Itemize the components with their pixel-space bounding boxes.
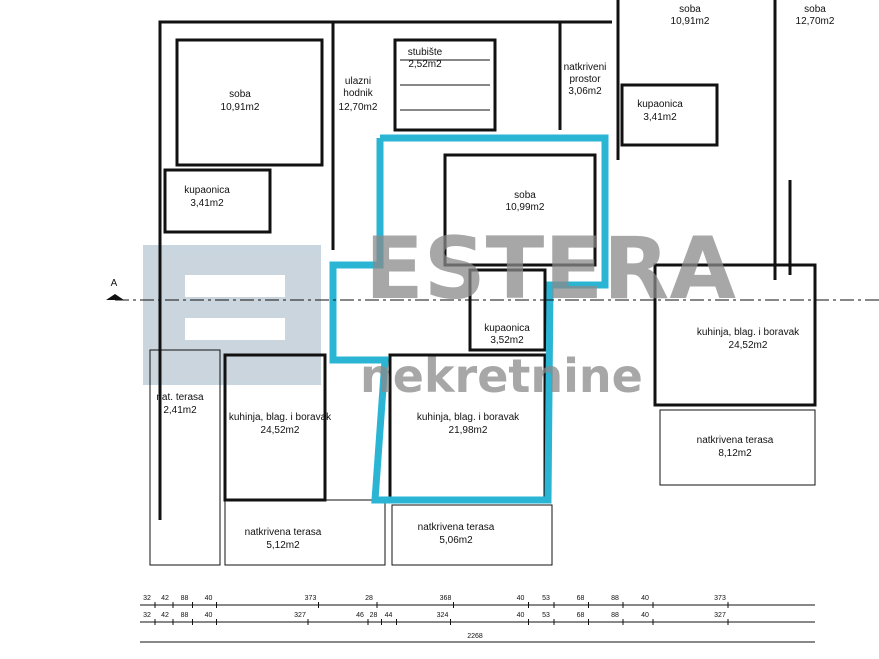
section-marker: A (111, 278, 118, 289)
dimension-label: 40 (641, 595, 649, 602)
room-name: kuhinja, blag. i boravak (697, 327, 800, 338)
dimension-label: 40 (517, 595, 525, 602)
dimension-label: 373 (714, 595, 726, 602)
room-name: natkrivena terasa (418, 522, 495, 533)
dimension-label: 327 (714, 612, 726, 619)
dimension-label: 368 (440, 595, 452, 602)
room-area: 10,91m2 (671, 16, 710, 27)
dimension-label: 53 (542, 612, 550, 619)
room-name: kupaonica (637, 99, 683, 110)
room-name: soba (514, 190, 536, 201)
room-area: 2,41m2 (163, 405, 197, 416)
dimension-label: 373 (305, 595, 317, 602)
dimension-label: 88 (181, 595, 189, 602)
room-area: 3,41m2 (643, 112, 677, 123)
dimension-label: 44 (385, 612, 393, 619)
watermark-logo-icon (143, 245, 321, 385)
room-name: prostor (569, 74, 601, 85)
dimension-label: 40 (205, 612, 213, 619)
section-arrow-icon (106, 294, 124, 300)
room-name: natkriveni (564, 62, 607, 73)
room-area: 21,98m2 (449, 425, 488, 436)
dimension-total: 2268 (467, 633, 483, 640)
room-area: 5,06m2 (439, 535, 473, 546)
room-name: natkrivena terasa (697, 435, 774, 446)
room-area: 12,70m2 (339, 102, 378, 113)
watermark-title: ESTERA (365, 219, 736, 319)
dimension-label: 42 (161, 612, 169, 619)
room-name: kupaonica (184, 185, 230, 196)
room-name: kuhinja, blag. i boravak (417, 412, 520, 423)
dimension-label: 88 (611, 595, 619, 602)
dimension-label: 46 (356, 612, 364, 619)
room-name: ulazni (345, 76, 371, 87)
dimension-label: 28 (365, 595, 373, 602)
room-name: nat. terasa (156, 392, 204, 403)
room-area: 10,99m2 (506, 202, 545, 213)
room-area: 24,52m2 (729, 340, 768, 351)
dimension-label: 324 (437, 612, 449, 619)
room-area: 3,41m2 (190, 198, 224, 209)
room-area: 3,06m2 (568, 86, 602, 97)
room-area: 2,52m2 (408, 59, 442, 70)
dimension-label: 40 (641, 612, 649, 619)
dimension-label: 68 (577, 612, 585, 619)
room-name: stubište (408, 47, 443, 58)
room-name: kuhinja, blag. i boravak (229, 412, 332, 423)
apartment-highlight (329, 134, 609, 504)
room-area: 3,52m2 (490, 335, 524, 346)
room-area: 8,12m2 (718, 448, 752, 459)
room-labels: soba 10,91m2 ulazni hodnik 12,70m2 stubi… (156, 4, 835, 551)
dimension-label: 53 (542, 595, 550, 602)
room-area: 24,52m2 (261, 425, 300, 436)
room-name: hodnik (343, 88, 373, 99)
dimension-label: 40 (205, 595, 213, 602)
dimension-label: 88 (181, 612, 189, 619)
room-name: soba (679, 4, 701, 15)
dimension-label: 32 (143, 595, 151, 602)
dimension-label: 68 (577, 595, 585, 602)
dimension-label: 88 (611, 612, 619, 619)
dimension-label: 42 (161, 595, 169, 602)
room-name: soba (804, 4, 826, 15)
room-name: natkrivena terasa (245, 527, 322, 538)
dimension-label: 327 (294, 612, 306, 619)
dimension-label: 28 (370, 612, 378, 619)
watermark-subtitle: nekretnine (360, 349, 643, 403)
room-area: 10,91m2 (221, 102, 260, 113)
room-area: 12,70m2 (796, 16, 835, 27)
room-name: soba (229, 89, 251, 100)
room-area: 5,12m2 (266, 540, 300, 551)
walls (149, 0, 817, 566)
dimension-label: 40 (517, 612, 525, 619)
dimension-label: 32 (143, 612, 151, 619)
room-name: kupaonica (484, 323, 530, 334)
